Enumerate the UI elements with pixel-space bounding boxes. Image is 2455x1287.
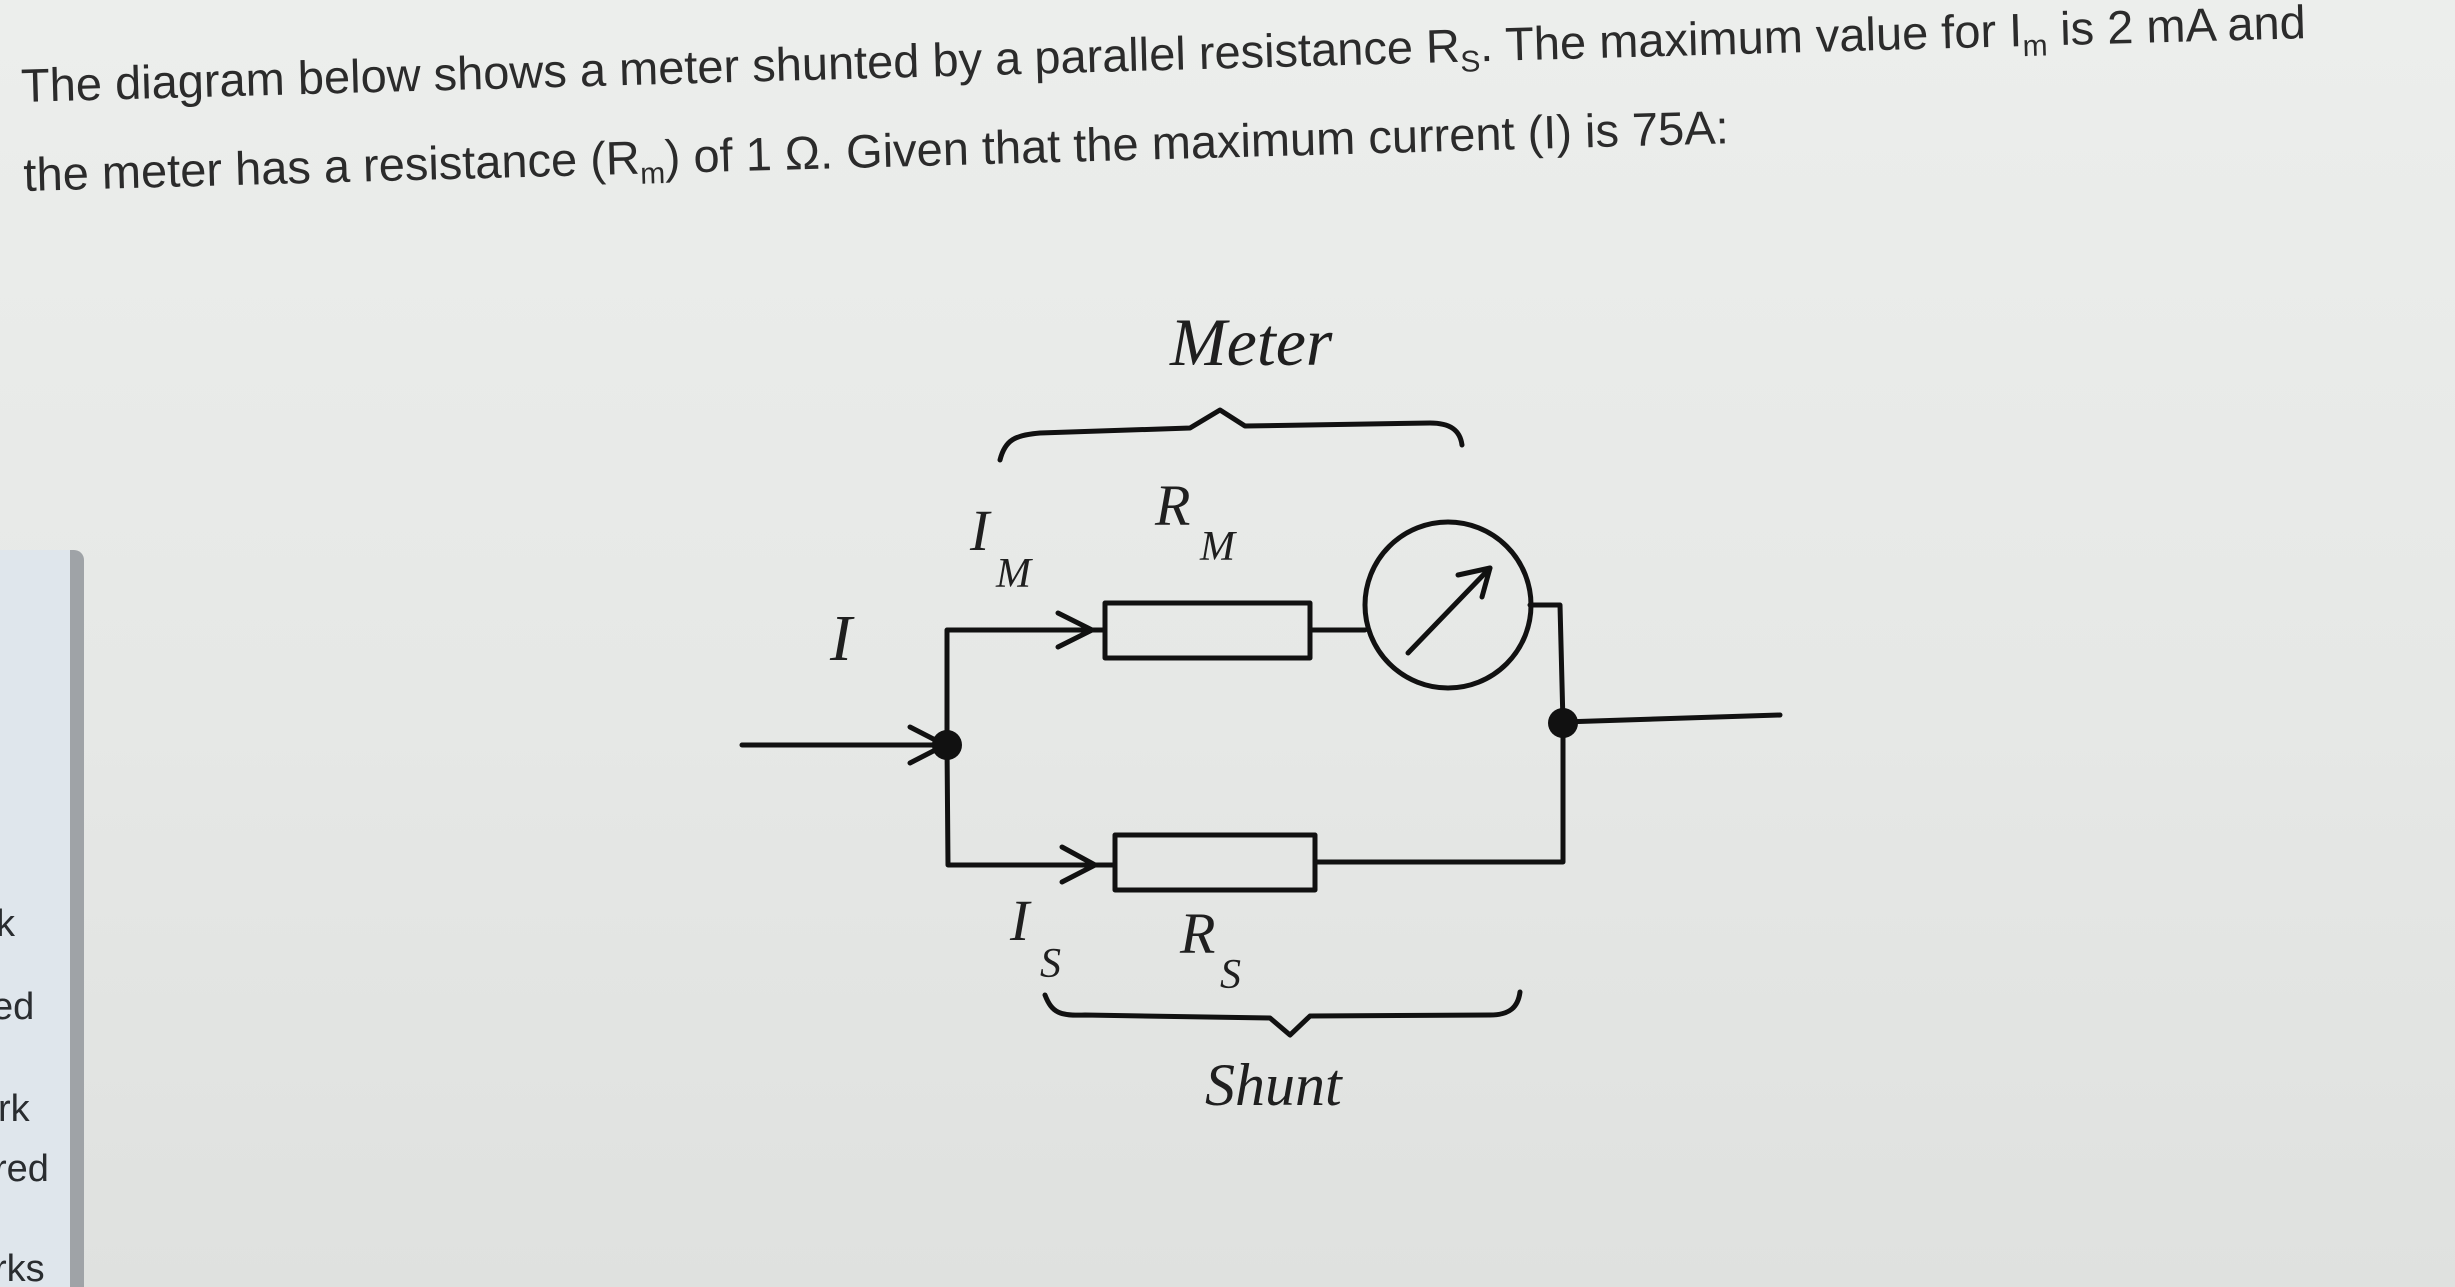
circuit-diagram: Meter Shunt I I M R M I S R S xyxy=(739,285,1783,1145)
shunt-label: Shunt xyxy=(1205,1052,1343,1118)
rm-label: R xyxy=(1154,473,1190,538)
rs-label: R xyxy=(1179,901,1215,966)
sidebar-panel: k ed rk red rks xyxy=(0,550,84,1287)
upper-left-wire xyxy=(944,627,1108,748)
question-line-1-part-b: . The maximum value for I xyxy=(1479,3,2023,72)
meter-label: Meter xyxy=(1169,304,1333,380)
is-arrow xyxy=(1059,844,1098,885)
question-line-1-sub-s: S xyxy=(1459,45,1481,79)
meter-brace xyxy=(997,407,1465,463)
shunt-resistor xyxy=(1112,832,1318,893)
sidebar-fragment-4[interactable]: red xyxy=(0,1148,49,1190)
shunt-to-node-wire xyxy=(1312,720,1566,865)
im-subscript: M xyxy=(995,551,1033,597)
question-line-1-part-a: The diagram below shows a meter shunted … xyxy=(20,18,1461,112)
output-node xyxy=(1548,708,1578,738)
question-line-2-part-a: the meter has a resistance (R xyxy=(22,130,641,201)
im-arrow xyxy=(1055,610,1095,650)
sidebar-fragment-2[interactable]: ed xyxy=(0,986,35,1028)
circuit-svg: Meter Shunt I I M R M I S R S xyxy=(739,304,1783,1118)
sidebar-fragment-5[interactable]: rks xyxy=(0,1248,45,1287)
shunt-brace xyxy=(1042,989,1523,1038)
meter-needle xyxy=(1405,565,1493,656)
lower-left-wire xyxy=(944,742,1118,868)
question-line-1-sub-m: m xyxy=(2022,29,2049,64)
is-label: I xyxy=(1009,888,1032,953)
rm-subscript: M xyxy=(1199,524,1237,570)
question-line-2-sub-m: m xyxy=(639,157,666,191)
rs-subscript: S xyxy=(1220,952,1241,998)
sidebar-fragment-3[interactable]: rk xyxy=(0,1088,30,1130)
meter-symbol xyxy=(1362,519,1534,691)
input-node xyxy=(932,730,962,760)
im-label: I xyxy=(969,498,992,563)
sidebar-fragment-1[interactable]: k xyxy=(0,903,15,945)
question-text: The diagram below shows a meter shunted … xyxy=(20,0,2424,228)
current-label: I xyxy=(829,602,855,675)
meter-needle-head xyxy=(1455,565,1493,600)
question-line-1-part-c: is 2 mA and xyxy=(2046,0,2307,56)
output-wire xyxy=(1560,712,1783,725)
meter-to-node-wire xyxy=(1527,602,1566,726)
is-subscript: S xyxy=(1040,941,1061,987)
meter-resistor xyxy=(1102,600,1313,661)
